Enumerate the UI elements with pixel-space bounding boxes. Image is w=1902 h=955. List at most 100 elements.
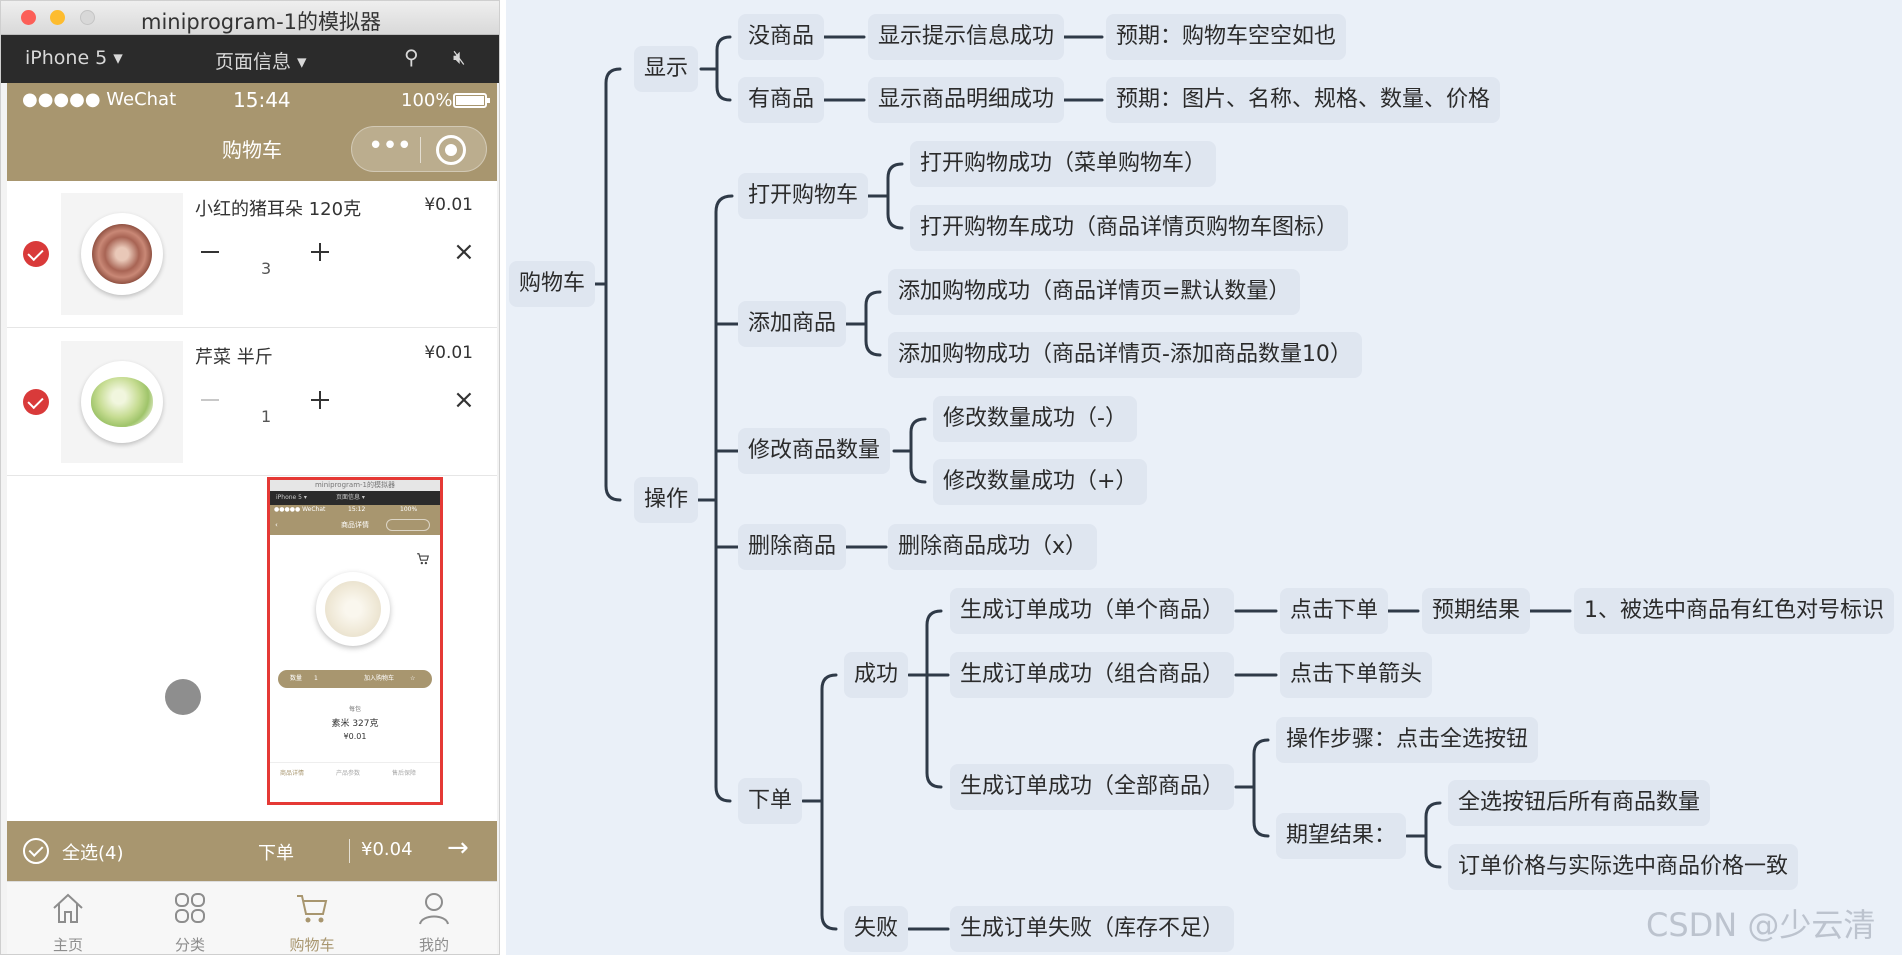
pin-icon[interactable]: ⚲ (404, 45, 419, 69)
inset-star-icon: ☆ (410, 675, 416, 682)
close-window-button[interactable] (21, 10, 36, 25)
inset-tab: 商品详情 (280, 770, 305, 777)
node-modify-qty: 修改商品数量 (738, 428, 891, 474)
inset-battery: 100% (400, 506, 418, 513)
category-icon (175, 893, 205, 923)
decrease-quantity-button[interactable] (201, 399, 219, 401)
inset-page-title: 商品详情 (341, 521, 369, 529)
node-add-goods-case: 添加购物成功（商品详情页=默认数量） (888, 269, 1301, 315)
connector-success (907, 609, 950, 789)
inset-window-title: miniprogram-1的模拟器 (270, 480, 440, 491)
node-add-goods: 添加商品 (738, 301, 847, 347)
window-title: miniprogram-1的模拟器 (141, 10, 382, 34)
zoom-window-button[interactable] (80, 10, 95, 25)
node-order-all-expect-item: 订单价格与实际选中商品价格一致 (1448, 844, 1799, 890)
minimize-window-button[interactable] (50, 10, 65, 25)
inset-time: 15:12 (348, 506, 366, 513)
node-operation: 操作 (634, 477, 699, 523)
connector-root (585, 67, 622, 502)
node-open-cart-case: 打开购物成功（菜单购物车） (910, 141, 1217, 187)
cart-item: 小红的猪耳朵 120克 ¥0.01 3 × (7, 181, 497, 328)
node-order-all-expect-item: 全选按钮后所有商品数量 (1448, 780, 1711, 826)
simulator-toolbar: iPhone 5 ▾ 页面信息 ▾ ⚲ 🔇︎ (1, 35, 499, 83)
mini-program-navbar: 购物车 ••• (7, 117, 497, 181)
user-icon (419, 893, 449, 925)
node-delete-goods-case: 删除商品成功（x） (888, 524, 1098, 570)
inset-page-info: 页面信息 ▾ (336, 494, 365, 501)
node-order-all-steps: 操作步骤：点击全选按钮 (1276, 717, 1539, 763)
node-no-goods: 没商品 (738, 14, 825, 60)
inset-toolbar: iPhone 5 ▾ 页面信息 ▾ (270, 491, 440, 505)
inset-device: iPhone 5 ▾ (276, 494, 307, 501)
increase-quantity-button[interactable] (311, 391, 329, 409)
item-checked-icon[interactable] (23, 241, 49, 267)
select-all-label[interactable]: 全选(4) (62, 843, 124, 864)
inset-tab: 产品参数 (336, 770, 361, 777)
inset-cart-icon (416, 552, 430, 570)
node-modify-qty-case: 修改数量成功（+） (933, 459, 1148, 505)
tab-profile[interactable]: 我的 (373, 882, 495, 954)
node-order-combo: 生成订单成功（组合商品） (950, 652, 1235, 698)
checkout-arrow-icon[interactable]: → (447, 833, 469, 863)
rice-product-image (316, 572, 390, 646)
tab-category[interactable]: 分类 (129, 882, 251, 954)
checkout-divider (349, 839, 350, 863)
node-has-goods: 有商品 (738, 77, 825, 123)
close-miniprogram-icon[interactable] (436, 135, 466, 165)
inset-navbar: ‹ 商品详情 (270, 515, 440, 535)
connector-all-expect (1405, 801, 1442, 869)
more-icon[interactable]: ••• (368, 131, 412, 161)
node-display: 显示 (634, 46, 699, 92)
test-case-mindmap: 购物车 显示 没商品 显示提示信息成功 预期：购物车空空如也 有商品 显示商品明… (506, 0, 1902, 955)
connector-operation (695, 194, 742, 803)
item-checked-icon[interactable] (23, 389, 49, 415)
inset-purchase-bar: 数量 1 加入购物车 ☆ (278, 670, 432, 688)
node-open-cart: 打开购物车 (738, 173, 869, 219)
mute-icon[interactable]: 🔇︎ (453, 45, 466, 69)
quantity-value: 1 (261, 407, 272, 426)
decrease-quantity-button[interactable] (201, 251, 219, 253)
increase-quantity-button[interactable] (311, 243, 329, 261)
tab-label: 分类 (174, 936, 205, 954)
connector-all (1234, 738, 1270, 838)
watermark-text: CSDN @少云清 (1646, 906, 1876, 944)
node-delete-goods: 删除商品 (738, 524, 847, 570)
node-order-single-expect: 预期结果 (1422, 588, 1531, 634)
capsule-divider (420, 137, 421, 163)
celery-dish-image (91, 377, 153, 427)
connector-add-goods (844, 290, 882, 357)
inset-status-bar: ●●●●● WeChat 15:12 100% (270, 505, 440, 515)
node-order-success: 成功 (844, 652, 909, 698)
delete-item-icon[interactable]: × (453, 237, 475, 267)
battery-percent: 100% (401, 90, 453, 111)
tab-home[interactable]: 主页 (7, 882, 129, 954)
device-selector[interactable]: iPhone 5 ▾ (25, 47, 123, 69)
quantity-value: 3 (261, 259, 272, 278)
node-has-goods-expected: 预期：图片、名称、规格、数量、价格 (1106, 77, 1501, 123)
bottom-tab-bar: 主页 分类 购物车 我的 (7, 881, 497, 954)
node-order-single: 生成订单成功（单个商品） (950, 588, 1235, 634)
place-order-button[interactable]: 下单 (258, 843, 294, 864)
cart-item: 芹菜 半斤 ¥0.01 1 × (7, 329, 497, 476)
node-order-single-expect-detail: 1、被选中商品有红色对号标识 (1574, 588, 1894, 634)
battery-icon (453, 93, 490, 108)
inset-add-cart: 加入购物车 (364, 675, 395, 682)
delete-item-icon[interactable]: × (453, 385, 475, 415)
inset-detail-tabs: 商品详情 产品参数 售后保障 (270, 762, 440, 780)
inset-qty-value: 1 (314, 675, 318, 682)
node-order-all-expect: 期望结果： (1276, 813, 1407, 859)
inset-capsule-icon (386, 519, 430, 531)
node-order-fail: 失败 (844, 906, 909, 952)
product-price: ¥0.01 (424, 195, 473, 215)
connector-modify-qty (892, 417, 927, 484)
inset-tab: 售后保障 (392, 770, 417, 777)
node-no-goods-result: 显示提示信息成功 (868, 14, 1065, 60)
tab-label: 购物车 (289, 936, 335, 954)
product-image (61, 193, 183, 315)
node-no-goods-expected: 预期：购物车空空如也 (1106, 14, 1347, 60)
page-info-dropdown[interactable]: 页面信息 ▾ (215, 51, 307, 73)
tab-cart[interactable]: 购物车 (251, 882, 373, 954)
node-order-combo-click: 点击下单箭头 (1280, 652, 1433, 698)
select-all-checkbox[interactable] (23, 838, 49, 864)
pig-ear-dish-image (92, 224, 152, 284)
